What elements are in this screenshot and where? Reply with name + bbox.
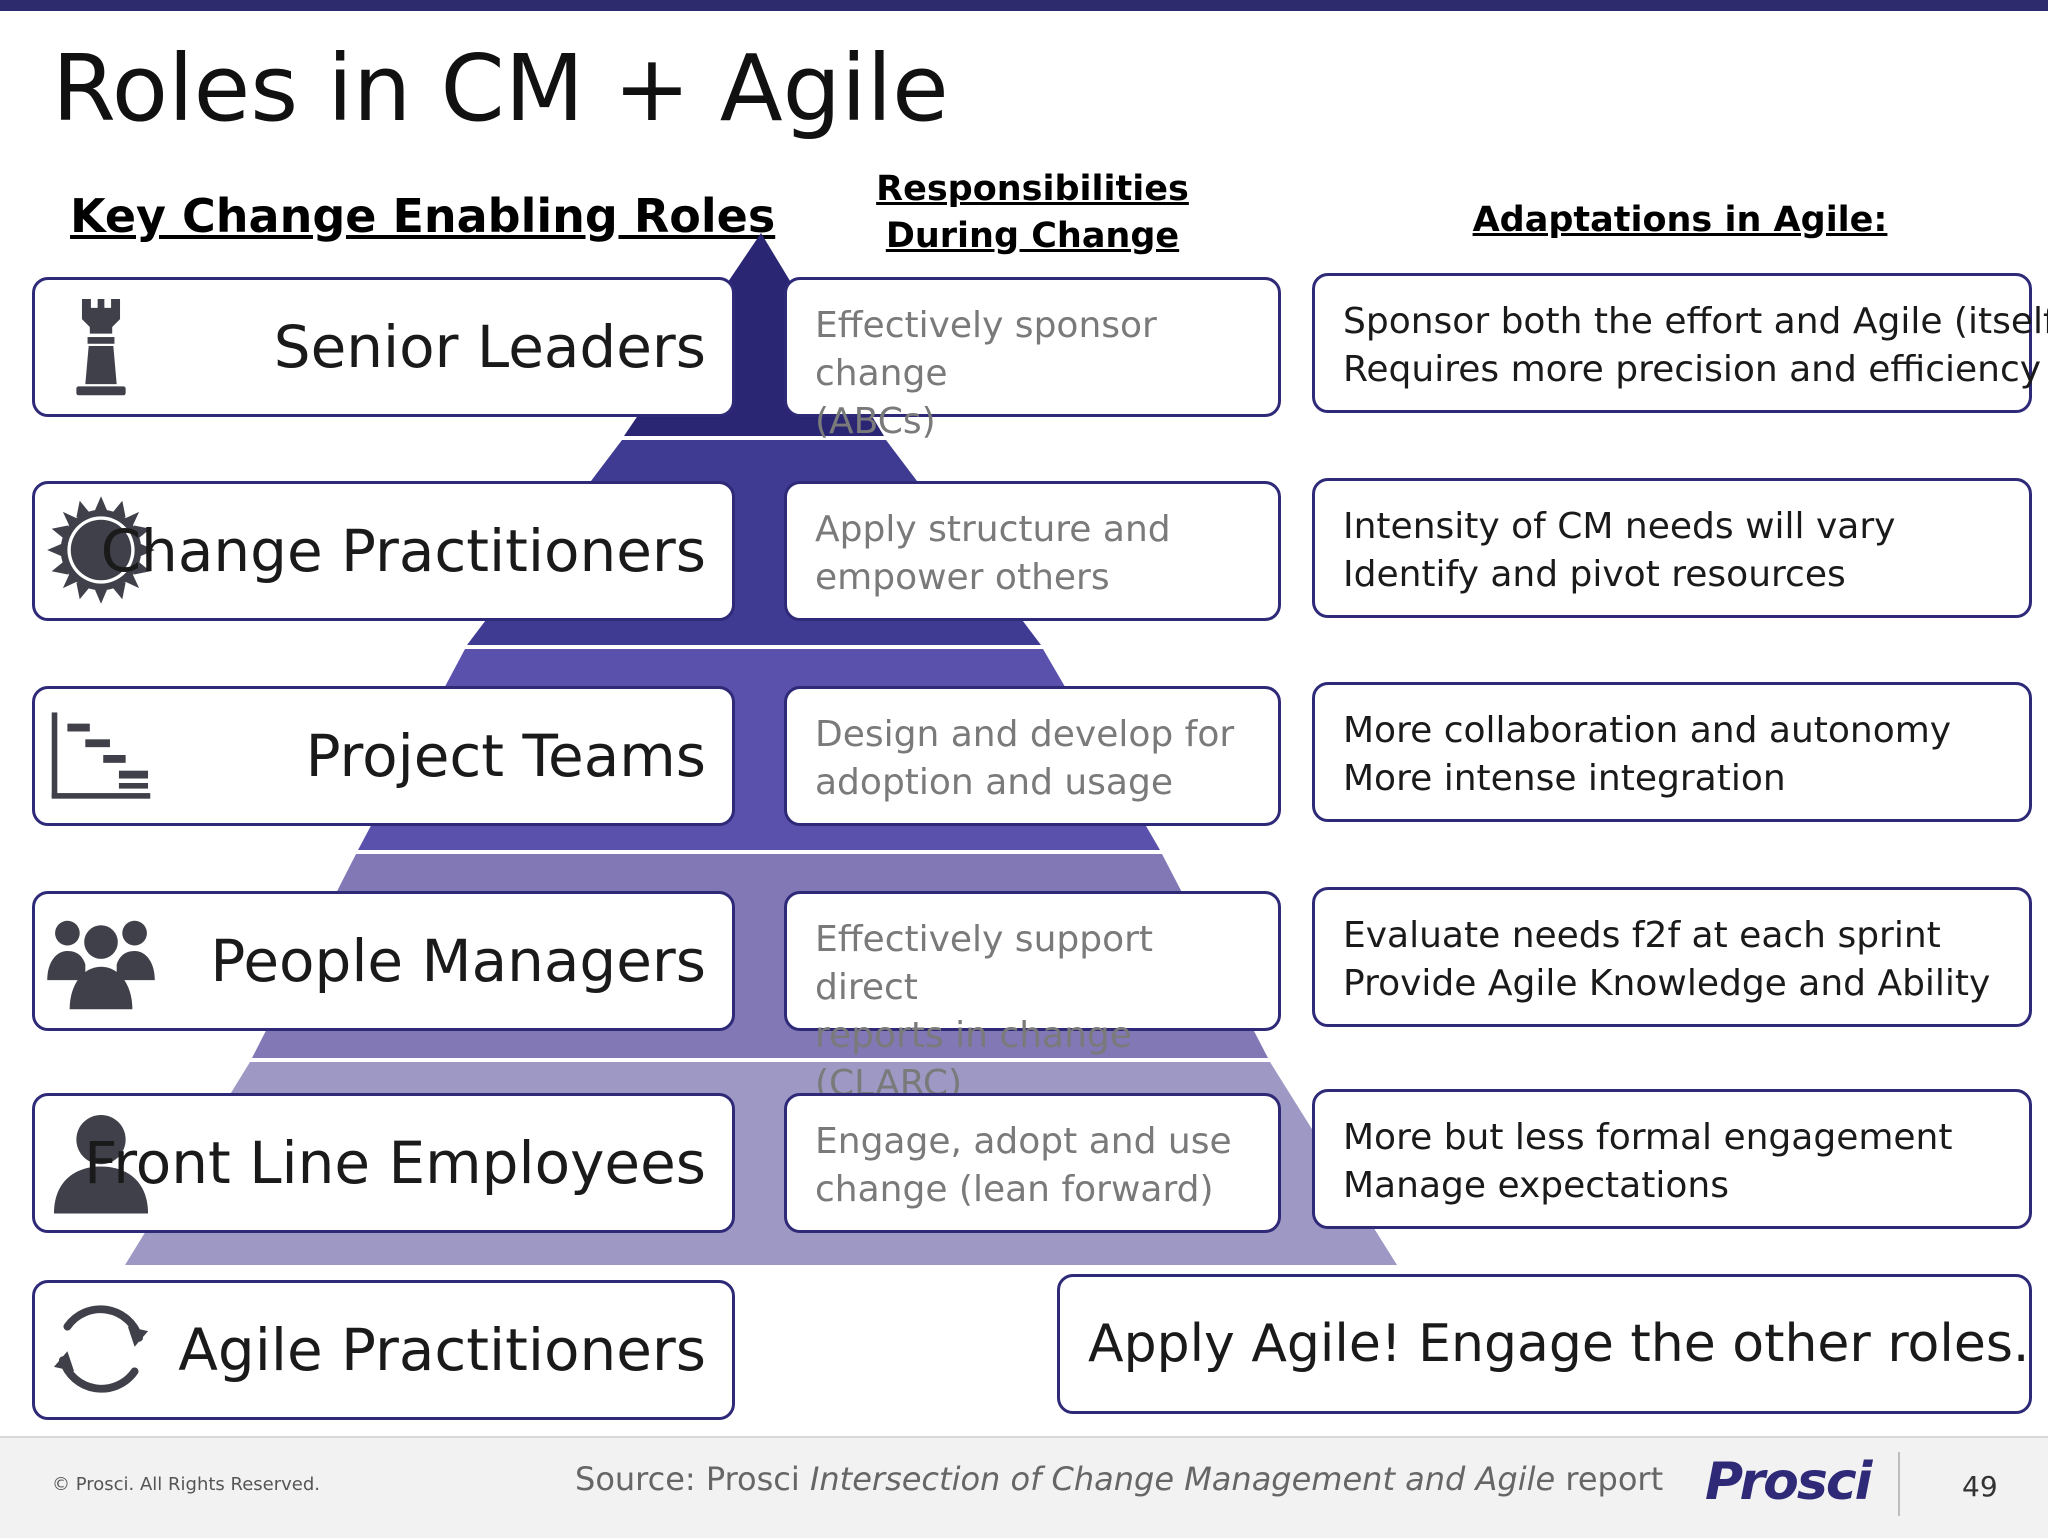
adaptation-card: More but less formal engagement Manage e… — [1312, 1089, 2032, 1229]
responsibility-text: Design and develop for adoption and usag… — [815, 711, 1264, 807]
responsibility-text: Effectively sponsor change (ABCs) — [815, 302, 1264, 446]
prosci-logo: Prosci — [1705, 1452, 1872, 1512]
role-card-agile-practitioners: Agile Practitioners — [32, 1280, 735, 1420]
footer-divider — [1898, 1452, 1900, 1516]
adaptation-text: Sponsor both the effort and Agile (itsel… — [1343, 298, 2048, 394]
adaptation-text: More collaboration and autonomy More int… — [1343, 707, 2019, 803]
responsibility-text: Engage, adopt and use change (lean forwa… — [815, 1118, 1264, 1214]
source-report-title: Intersection of Change Management and Ag… — [809, 1460, 1556, 1498]
adaptation-line: Manage expectations — [1343, 1165, 1729, 1206]
person-icon — [53, 1114, 149, 1214]
adaptation-line: Requires more precision and efficiency — [1343, 349, 2042, 390]
adaptation-card: Intensity of CM needs will vary Identify… — [1312, 478, 2032, 618]
adaptation-line: Intensity of CM needs will vary — [1343, 506, 1896, 547]
responsibility-card: Effectively support direct reports in ch… — [784, 891, 1281, 1104]
role-card-people-managers: People Managers — [32, 891, 735, 1031]
responsibilities-header: Responsibilities During Change — [870, 166, 1195, 260]
source-citation: Source: Prosci Intersection of Change Ma… — [575, 1460, 1663, 1498]
responsibility-line: (ABCs) — [815, 401, 936, 442]
refresh-cycle-icon — [53, 1305, 149, 1393]
responsibilities-header-line2: During Change — [885, 216, 1180, 256]
role-label: People Managers — [210, 927, 706, 995]
role-label: Agile Practitioners — [178, 1316, 706, 1384]
adaptation-line: Sponsor both the effort and Agile (itsel… — [1343, 301, 2048, 342]
role-label: Senior Leaders — [273, 313, 706, 381]
responsibility-line: empower others — [815, 557, 1110, 598]
responsibility-line: Apply structure and — [815, 509, 1171, 550]
role-card-senior-leaders: Senior Leaders — [32, 277, 735, 417]
adaptation-line: Provide Agile Knowledge and Ability — [1343, 963, 1991, 1004]
agile-message: Apply Agile! Engage the other roles. — [1088, 1314, 2030, 1374]
adaptations-header: Adaptations in Agile: — [1472, 200, 1888, 240]
agile-message-card: Apply Agile! Engage the other roles. — [1057, 1274, 2032, 1414]
adaptation-line: More intense integration — [1343, 758, 1786, 799]
gantt-chart-icon — [51, 712, 151, 799]
adaptation-text: Intensity of CM needs will vary Identify… — [1343, 503, 2019, 599]
responsibility-line: Design and develop for — [815, 714, 1235, 755]
responsibility-line: Engage, adopt and use — [815, 1121, 1232, 1162]
adaptation-text: More but less formal engagement Manage e… — [1343, 1114, 2019, 1210]
responsibility-line: reports in change (CLARC) — [815, 1015, 1132, 1104]
role-card-front-line-employees: Front Line Employees — [32, 1093, 735, 1233]
copyright-notice: © Prosci. All Rights Reserved. — [52, 1474, 321, 1495]
roles-header: Key Change Enabling Roles — [70, 189, 776, 243]
adaptation-line: Evaluate needs f2f at each sprint — [1343, 915, 1941, 956]
role-label: Change Practitioners — [100, 517, 706, 585]
responsibility-card: Effectively sponsor change (ABCs) — [784, 277, 1281, 442]
gear-sun-icon — [47, 496, 155, 604]
adaptation-text: Evaluate needs f2f at each sprint Provid… — [1343, 912, 2019, 1008]
adaptation-line: More but less formal engagement — [1343, 1117, 1953, 1158]
role-label: Project Teams — [305, 722, 706, 790]
responsibility-text: Effectively support direct reports in ch… — [815, 916, 1264, 1108]
slide-title: Roles in CM + Agile — [52, 35, 949, 142]
adaptation-line: Identify and pivot resources — [1343, 554, 1846, 595]
group-people-icon — [47, 920, 155, 1010]
adaptation-card: Sponsor both the effort and Agile (itsel… — [1312, 273, 2048, 413]
top-accent-bar — [0, 0, 2048, 11]
responsibility-line: adoption and usage — [815, 762, 1173, 803]
chess-rook-icon — [76, 298, 126, 396]
role-card-change-practitioners: Change Practitioners — [32, 481, 735, 621]
responsibility-card: Apply structure and empower others — [784, 481, 1281, 621]
responsibility-line: change (lean forward) — [815, 1169, 1214, 1210]
source-suffix: report — [1555, 1460, 1664, 1498]
source-prefix: Source: Prosci — [575, 1460, 810, 1498]
responsibility-line: Effectively sponsor change — [815, 305, 1157, 394]
responsibilities-header-line1: Responsibilities — [876, 169, 1189, 209]
responsibility-card: Engage, adopt and use change (lean forwa… — [784, 1093, 1281, 1233]
role-label: Front Line Employees — [84, 1129, 706, 1197]
adaptation-card: More collaboration and autonomy More int… — [1312, 682, 2032, 822]
page-number: 49 — [1962, 1470, 1998, 1503]
footer — [0, 1436, 2048, 1538]
role-card-project-teams: Project Teams — [32, 686, 735, 826]
adaptation-line: More collaboration and autonomy — [1343, 710, 1952, 751]
responsibility-card: Design and develop for adoption and usag… — [784, 686, 1281, 826]
responsibility-text: Apply structure and empower others — [815, 506, 1264, 602]
responsibility-line: Effectively support direct — [815, 919, 1154, 1008]
adaptation-card: Evaluate needs f2f at each sprint Provid… — [1312, 887, 2032, 1027]
